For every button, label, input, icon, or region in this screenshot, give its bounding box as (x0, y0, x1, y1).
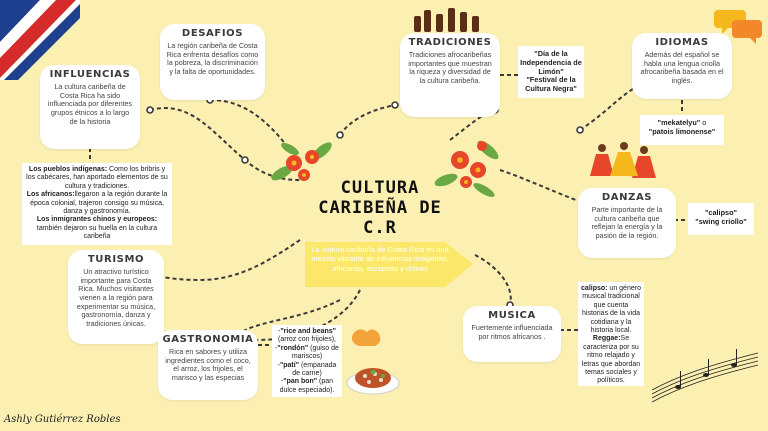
idiomas-text: Además del español se habla una lengua c… (640, 50, 724, 85)
musica-note-reggae: Reggae:Se caracteriza por su ritmo relaj… (581, 335, 641, 385)
tradiciones-card: TRADICIONES Tradiciones afrocaribeñas im… (400, 33, 500, 117)
tradiciones-note: "Día de la Independencia de Limón" "Fest… (518, 46, 584, 98)
main-title: CULTURA CARIBEÑA DE C.R (318, 178, 442, 238)
tradiciones-note-line-1: "Día de la Independencia de Limón" (520, 49, 582, 76)
danzas-note-line-1: "calipso" (704, 208, 738, 217)
dish-2: -"rondón" (guiso de mariscos) (275, 344, 339, 361)
costa-rica-flag-decoration (0, 0, 80, 80)
danzas-note: "calipso" "swing criollo" (688, 203, 754, 235)
influencias-note-3: Los inmigrantes chinos y europeos: tambi… (36, 216, 158, 241)
desafios-title: DESAFIOS (181, 28, 244, 39)
musica-note-calipso: calipso: un género musical tradicional q… (581, 285, 641, 334)
influencias-notes: Los pueblos indígenas: Como los bribris … (22, 163, 172, 245)
right-flower-decoration (434, 140, 499, 197)
influencias-note-2: Los africanos:llegaron a la región duran… (26, 191, 168, 215)
left-flower-decoration (271, 142, 332, 181)
desafios-card: DESAFIOS La región caribeña de Costa Ric… (160, 24, 265, 100)
dancers-icon (590, 142, 656, 178)
danzas-title: DANZAS (601, 192, 653, 203)
danzas-note-line-2: "swing criollo" (695, 216, 747, 226)
gastronomia-title: GASTRONOMIA (162, 334, 254, 345)
tradiciones-note-line-2: "Festival de la Cultura Negra" (525, 75, 577, 93)
dish-1: -"rice and beans" (arroz con frijoles), (277, 328, 336, 344)
author-name: Ashly Gutiérrez Robles (4, 414, 121, 425)
desafios-text: La región caribeña de Costa Rica enfrent… (166, 41, 259, 76)
influencias-card: INFLUENCIAS La cultura caribeña de Costa… (40, 65, 140, 149)
influencias-note-1: Los pueblos indígenas: Como los bribris … (26, 166, 168, 190)
food-plate-icon (346, 329, 400, 395)
intro-arrow-shape (305, 242, 473, 287)
turismo-title: TURISMO (87, 254, 145, 265)
idiomas-note-line-2: "patois limonense" (648, 126, 716, 136)
raised-hands-icon (414, 8, 479, 32)
idiomas-card: IDIOMAS Además del español se habla una … (632, 33, 732, 99)
musica-card: MUSICA Fuertemente influenciada por ritm… (463, 306, 561, 362)
musica-text: Fuertemente influenciada por ritmos afri… (471, 323, 553, 341)
speech-bubbles-icon (714, 10, 762, 44)
influencias-title: INFLUENCIAS (49, 69, 131, 80)
dish-4: -"pan bon" (pan dulce especiado). (279, 378, 335, 394)
danzas-card: DANZAS Parte importante de la cultura ca… (578, 188, 676, 258)
idiomas-note-line-1: "mekatelyu" o (657, 118, 707, 127)
turismo-text: Un atractivo turístico importante para C… (76, 267, 156, 328)
gastronomia-card: GASTRONOMIA Rica en sabores y utiliza in… (158, 330, 258, 400)
influencias-text: La cultura caribeña de Costa Rica ha sid… (47, 82, 133, 126)
dish-3: -"patí" (empanada de carne) (277, 361, 337, 377)
idiomas-title: IDIOMAS (655, 37, 709, 48)
musica-note: calipso: un género musical tradicional q… (578, 282, 644, 386)
gastronomia-dishes: -"rice and beans" (arroz con frijoles), … (272, 325, 342, 397)
intro-text: La cultura caribeña de Costa Rica es una… (311, 245, 449, 273)
danzas-text: Parte importante de la cultura caribeña … (591, 205, 663, 240)
tradiciones-title: TRADICIONES (408, 37, 492, 48)
musica-title: MUSICA (488, 310, 536, 321)
music-notes-icon (651, 349, 759, 403)
gastronomia-text: Rica en sabores y utiliza ingredientes c… (165, 347, 251, 382)
tradiciones-text: Tradiciones afrocaribeñas importantes qu… (408, 50, 492, 85)
turismo-card: TURISMO Un atractivo turístico important… (68, 250, 164, 344)
idiomas-note: "mekatelyu" o "patois limonense" (640, 115, 724, 145)
